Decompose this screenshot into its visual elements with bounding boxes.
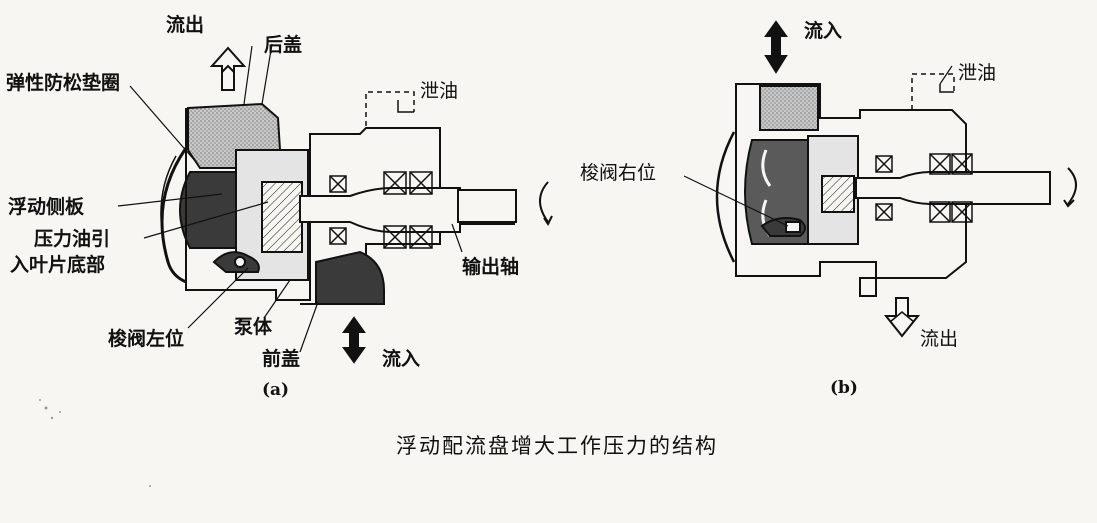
housing-b — [735, 83, 967, 297]
label-output-shaft: 输出轴 — [462, 256, 520, 278]
scan-speckles — [39, 399, 151, 487]
label-pump-body: 泵体 — [234, 316, 273, 338]
front-cover-a — [315, 250, 385, 305]
label-front-cover: 前盖 — [262, 348, 301, 370]
label-subfigure-b: (b) — [830, 378, 858, 398]
outflow-arrow-a — [209, 46, 247, 91]
label-inflow-b: 流入 — [804, 20, 843, 42]
outflow-arrow-b — [883, 297, 921, 338]
figure-caption: 浮动配流盘增大工作压力的结构 — [396, 434, 718, 458]
label-shuttle-valve-left: 梭阀左位 — [108, 328, 185, 350]
label-subfigure-a: (a) — [262, 380, 290, 400]
label-outflow-b: 流出 — [920, 328, 959, 350]
bearings-a — [329, 171, 433, 249]
label-inflow-a: 流入 — [382, 348, 421, 370]
leader-lines-a — [117, 43, 463, 353]
label-drain-b: 泄油 — [958, 62, 997, 84]
housing-a — [185, 108, 441, 305]
drain-line-a — [365, 91, 415, 126]
elastic-washer-b — [715, 131, 736, 263]
rotation-arrow-b — [1067, 167, 1077, 205]
diagram-b-drawing — [683, 20, 1077, 338]
label-pressure-oil-line1: 压力油引 — [34, 228, 111, 250]
label-drain-a: 泄油 — [420, 80, 459, 102]
floating-side-plate-a — [179, 171, 237, 249]
label-elastic-washer: 弹性防松垫圈 — [6, 72, 121, 94]
label-outflow-a: 流出 — [166, 14, 205, 36]
label-pressure-oil-line2: 入叶片底部 — [10, 254, 106, 276]
rotation-arrow-a — [539, 181, 549, 223]
inflow-passage-b — [759, 85, 819, 131]
inflow-arrow-b — [764, 20, 788, 74]
inflow-arrow-a — [342, 316, 366, 364]
label-shuttle-valve-right: 梭阀右位 — [580, 162, 657, 184]
diagram-a-drawing — [117, 43, 553, 364]
label-rear-cover: 后盖 — [264, 34, 303, 56]
bearings-b — [875, 153, 973, 223]
leader-lines-b — [683, 65, 953, 227]
label-floating-side-plate: 浮动侧板 — [8, 196, 85, 218]
drain-line-b — [911, 73, 955, 110]
output-shaft-b — [855, 171, 1051, 205]
